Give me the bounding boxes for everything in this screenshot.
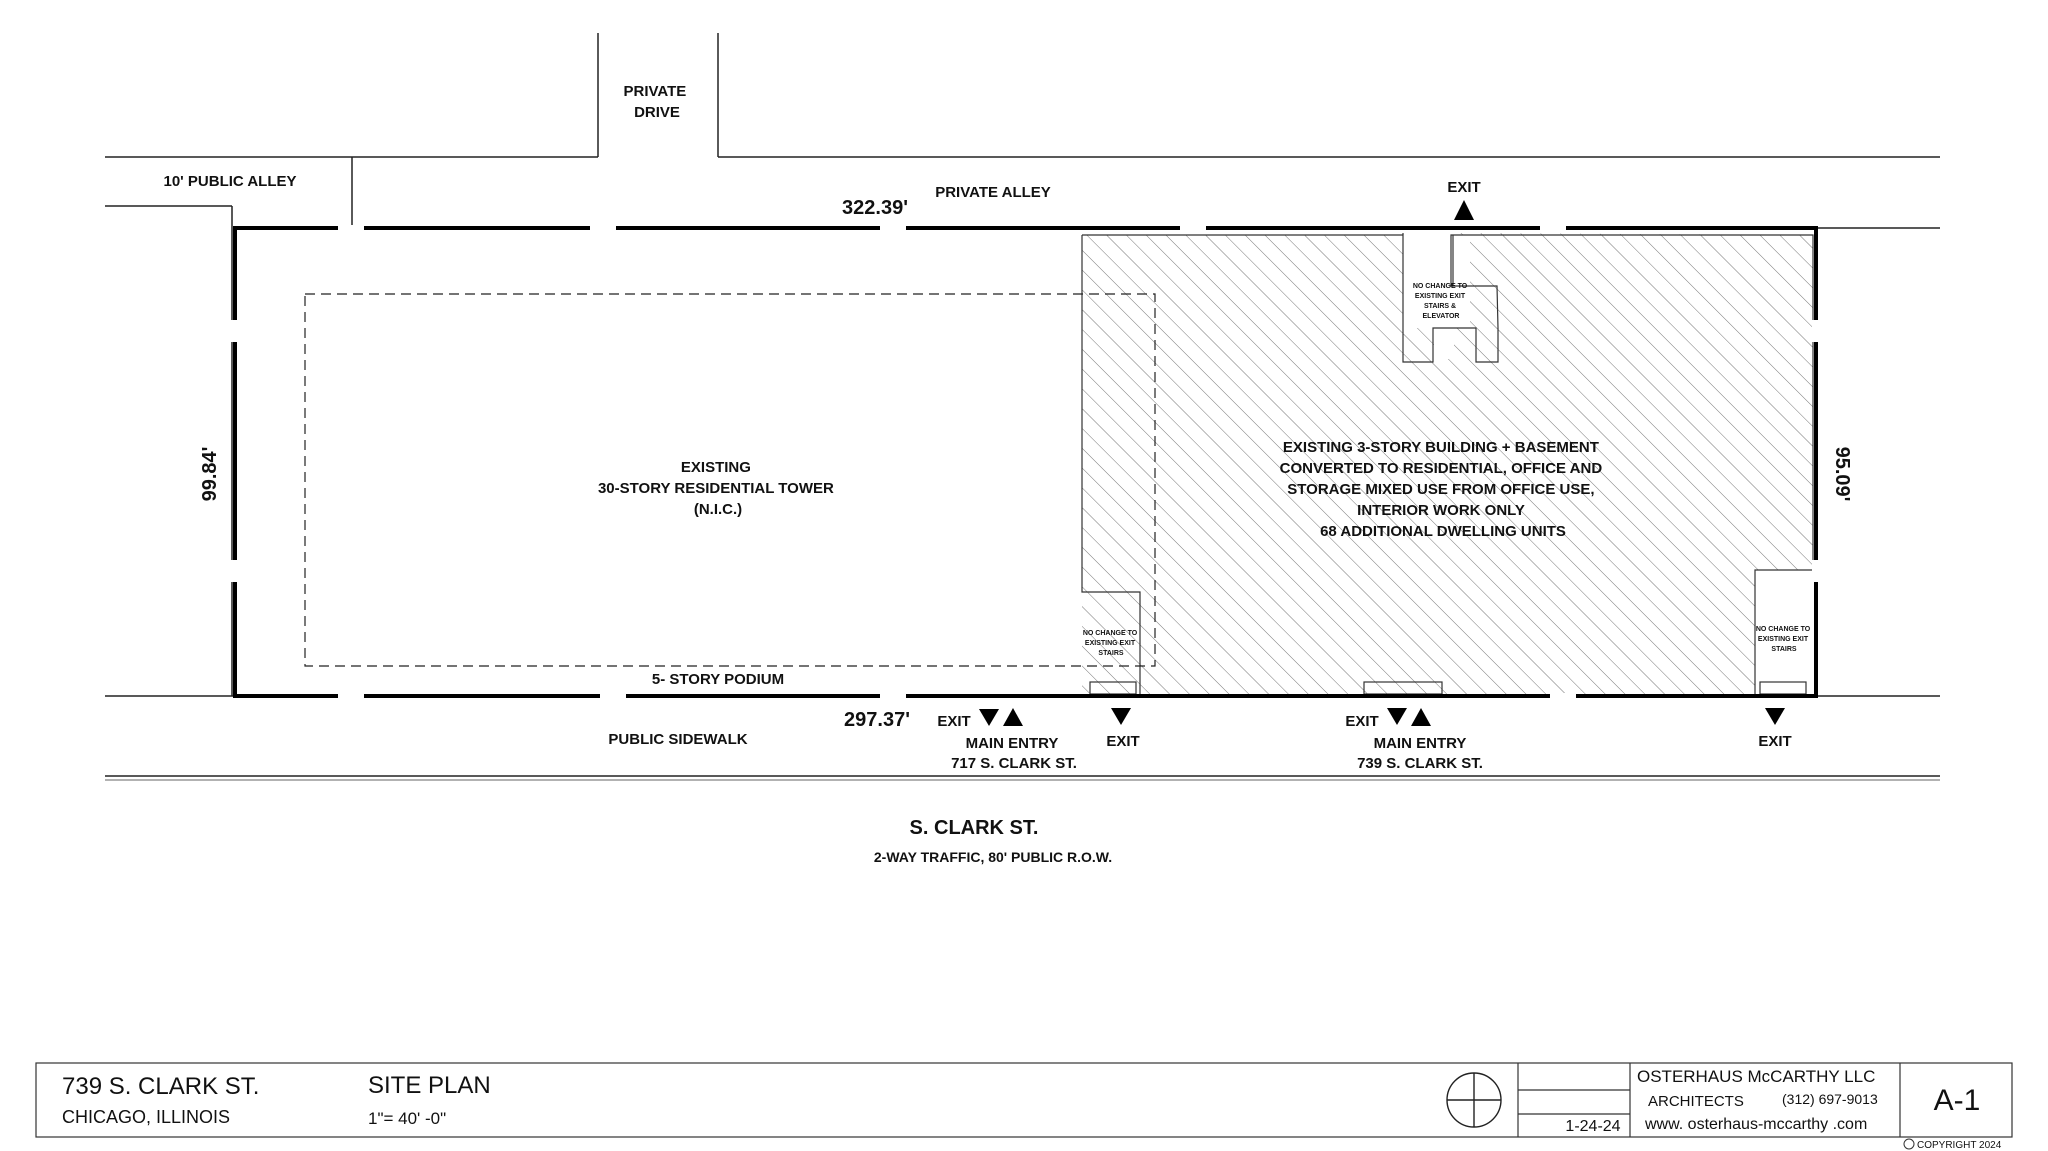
- exit-label-717: EXIT: [937, 713, 970, 730]
- main-entry-label-739: MAIN ENTRY: [1374, 735, 1467, 752]
- entry-up-arrow-icon: [1411, 708, 1431, 726]
- stair-note-south-west: NO CHANGE TO EXISTING EXIT STAIRS: [1083, 630, 1139, 657]
- existing-building-description: EXISTING 3-STORY BUILDING + BASEMENT CON…: [1280, 439, 1607, 540]
- exit-label-739: EXIT: [1345, 713, 1378, 730]
- north-arrow-icon: [1446, 1072, 1502, 1128]
- exit-label-stair-east: EXIT: [1758, 733, 1791, 750]
- dimension-west: 99.84': [199, 447, 221, 502]
- dimension-south: 297.37': [844, 709, 910, 731]
- drawing-date: 1-24-24: [1565, 1118, 1620, 1135]
- street-name: S. CLARK ST.: [910, 817, 1039, 839]
- private-drive-label: PRIVATE DRIVE: [624, 83, 691, 121]
- exit-down-arrow-icon: [1765, 708, 1785, 725]
- main-entry-label-717: MAIN ENTRY: [966, 735, 1059, 752]
- firm-type: ARCHITECTS: [1648, 1093, 1744, 1110]
- exit-markers: [979, 200, 1785, 726]
- existing-building-outline: [1081, 233, 1814, 695]
- exit-down-arrow-icon: [1387, 708, 1407, 725]
- exit-down-arrow-icon: [979, 709, 999, 726]
- copyright-text: COPYRIGHT 2024: [1917, 1140, 2002, 1151]
- private-alley-label: PRIVATE ALLEY: [935, 184, 1051, 201]
- title-block: [35, 1062, 2013, 1138]
- entry-up-arrow-icon: [1003, 708, 1023, 726]
- tower-description: EXISTING 30-STORY RESIDENTIAL TOWER (N.I…: [598, 459, 838, 518]
- exit-label-north: EXIT: [1447, 179, 1480, 196]
- public-alley-label: 10' PUBLIC ALLEY: [163, 173, 296, 190]
- project-address: 739 S. CLARK ST.: [62, 1073, 259, 1100]
- sheet-number: A-1: [1934, 1084, 1981, 1117]
- tower-footprint: [304, 293, 1156, 667]
- firm-name: OSTERHAUS McCARTHY LLC: [1637, 1067, 1875, 1086]
- firm-phone: (312) 697-9013: [1782, 1091, 1878, 1107]
- podium-label: 5- STORY PODIUM: [652, 671, 784, 688]
- existing-building-hatch: [1082, 233, 1813, 694]
- dimension-east: 95.09': [1831, 447, 1853, 502]
- sheet-title: SITE PLAN: [368, 1072, 491, 1099]
- exit-label-stair-west: EXIT: [1106, 733, 1139, 750]
- entry-address-717: 717 S. CLARK ST.: [951, 755, 1077, 772]
- firm-website: www. osterhaus-mccarthy .com: [1644, 1116, 1867, 1133]
- entry-address-739: 739 S. CLARK ST.: [1357, 755, 1483, 772]
- stair-note-north: NO CHANGE TO EXISTING EXIT STAIRS & ELEV…: [1413, 283, 1469, 320]
- exit-up-arrow-icon: [1454, 200, 1474, 220]
- drawing-scale: 1"= 40' -0": [368, 1109, 446, 1128]
- copyright-icon: [1903, 1138, 1915, 1150]
- stair-note-south-east: NO CHANGE TO EXISTING EXIT STAIRS: [1756, 626, 1812, 653]
- project-city: CHICAGO, ILLINOIS: [62, 1107, 230, 1127]
- property-line-breaks: [231, 225, 1820, 700]
- public-sidewalk-label: PUBLIC SIDEWALK: [608, 731, 747, 748]
- dimension-north: 322.39': [842, 197, 908, 219]
- street-description: 2-WAY TRAFFIC, 80' PUBLIC R.O.W.: [874, 849, 1112, 865]
- property-line: [233, 226, 1818, 698]
- street-lines: [105, 33, 1940, 781]
- exit-down-arrow-icon: [1111, 708, 1131, 725]
